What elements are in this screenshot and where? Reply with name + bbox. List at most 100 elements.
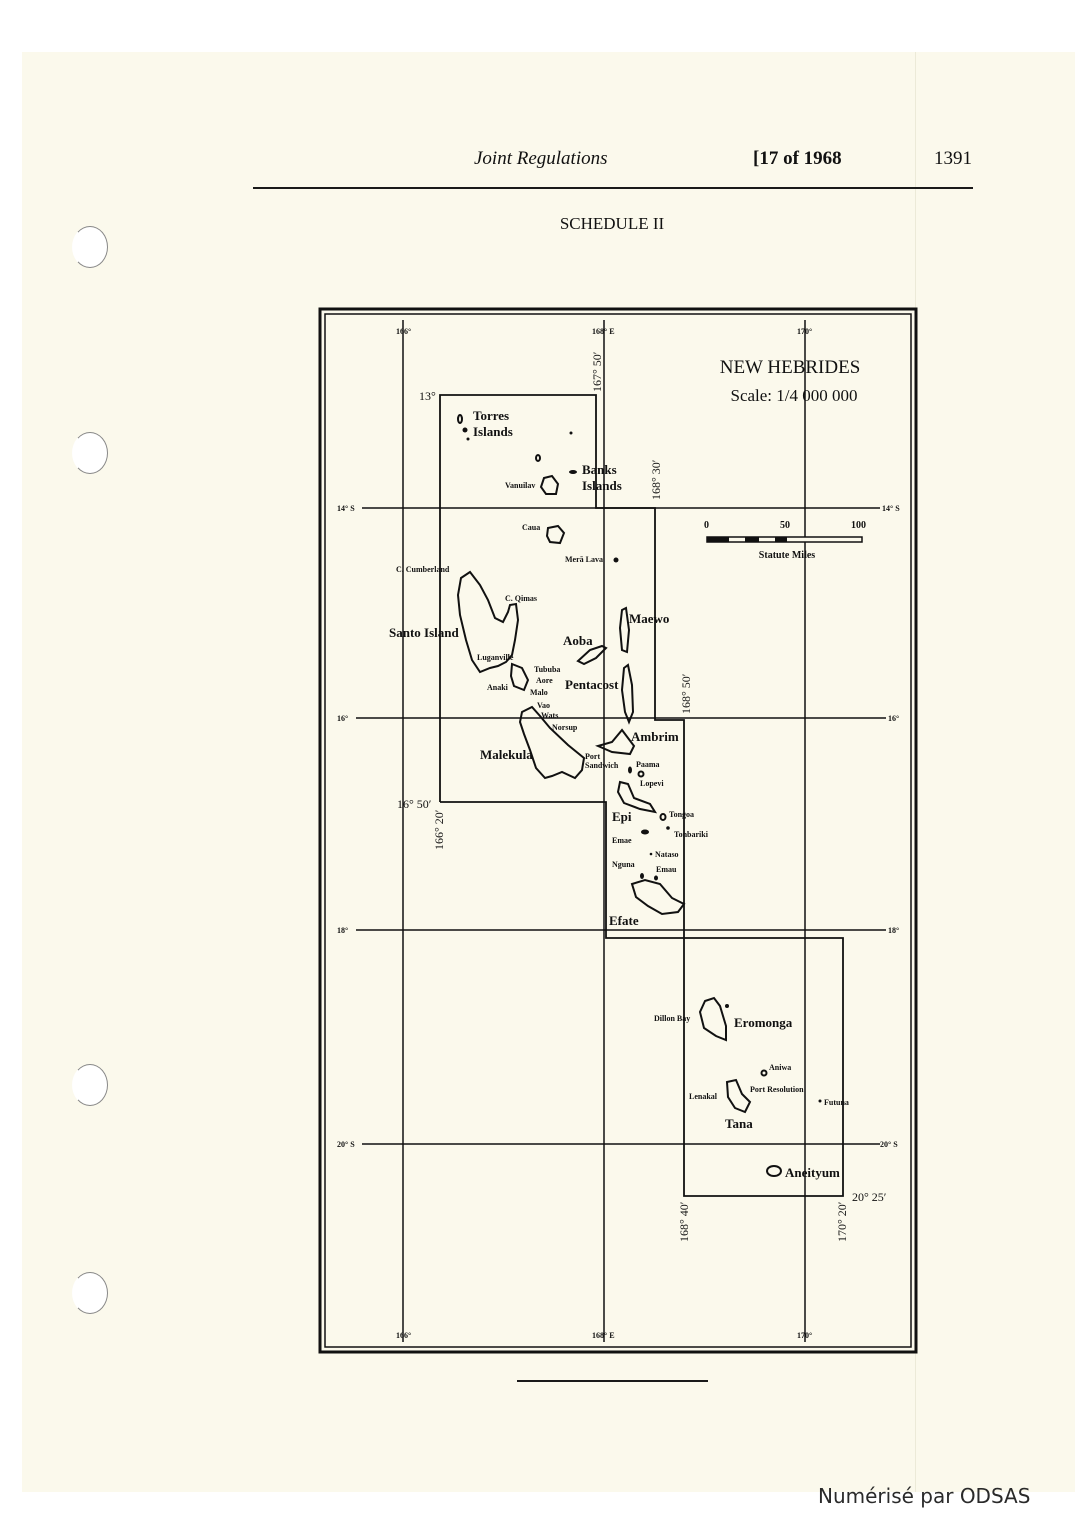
island-aoba [576, 644, 608, 666]
digitization-watermark: Numérisé par ODSAS [818, 1484, 1031, 1508]
lat-label-left: 18° [337, 926, 348, 935]
lat-label-left: 20° S [337, 1140, 355, 1149]
place-label: Luganville [477, 653, 514, 662]
scale-bar-segment [745, 537, 759, 542]
island-maewo [618, 606, 631, 654]
lon-label-top: 170° [797, 327, 812, 336]
lon-label-bottom: 166° [396, 1331, 411, 1340]
map-frame-inner [324, 313, 912, 1348]
place-label: Vao [537, 701, 550, 710]
place-label: Aniwa [769, 1063, 791, 1072]
place-label: Torres [473, 408, 509, 423]
lat-label-left: 16° [337, 714, 348, 723]
place-label: Anaki [487, 683, 509, 692]
lon-label-top: 166° [396, 327, 411, 336]
island-lopevi [637, 770, 645, 778]
map-scale: Scale: 1/4 000 000 [730, 386, 857, 405]
place-label: Norsup [552, 723, 578, 732]
island-futuna [818, 1099, 822, 1103]
scanned-page [22, 52, 1075, 1492]
punch-hole [72, 1272, 108, 1314]
punch-hole [72, 1064, 108, 1106]
island-santo [456, 570, 520, 674]
place-label: C. Qimas [505, 594, 537, 603]
place-label: Eromonga [734, 1015, 793, 1030]
scale-bar-segment [775, 537, 787, 542]
place-label: Wats [541, 711, 558, 720]
lon-label-bottom: 170° [797, 1331, 812, 1340]
place-label: Paama [636, 760, 660, 769]
place-label: Maewo [629, 611, 669, 626]
schedule-title: SCHEDULE II [559, 214, 665, 233]
place-label: Lopevi [640, 779, 664, 788]
boundary-label: 13° [419, 389, 436, 403]
place-label: Efate [609, 913, 639, 928]
island-ambrim [595, 728, 636, 756]
map-title: NEW HEBRIDES [720, 357, 861, 378]
place-label: Sandwich [585, 761, 619, 770]
island-malo [509, 662, 530, 692]
punch-hole [72, 432, 108, 474]
island-emau [654, 875, 658, 881]
place-label: Pentacost [565, 677, 619, 692]
island-nataso [649, 852, 653, 856]
lat-label-left: 14° S [337, 504, 355, 513]
lat-label-right: 16° [888, 714, 899, 723]
islands [456, 414, 822, 1177]
lon-label-bottom: 168° E [592, 1331, 615, 1340]
place-label: Futuna [824, 1098, 849, 1107]
running-title: Joint Regulations [474, 148, 608, 169]
island-pentacost [620, 663, 635, 725]
map-frame-outer [318, 307, 918, 1354]
place-label: Santo Island [389, 625, 459, 640]
place-label: Vanuilav [505, 481, 535, 490]
place-label: Merā Lava [565, 555, 603, 564]
scale-tick: 50 [780, 520, 790, 531]
place-label: Port Resolution [750, 1085, 804, 1094]
island-shape [535, 454, 541, 462]
place-label: Banks [582, 462, 617, 477]
graticule [356, 320, 886, 1342]
territorial-boundary [439, 394, 844, 1197]
island-caua [545, 524, 566, 545]
boundary-label: 168° 40′ [677, 1201, 691, 1242]
scale-tick: 0 [704, 520, 709, 531]
island-shape [466, 437, 470, 441]
island-shape [569, 431, 573, 435]
boundary-label: 20° 25′ [852, 1190, 887, 1204]
scale-unit: Statute Miles [759, 550, 815, 561]
island-paama [628, 766, 632, 774]
lon-label-top: 168° E [592, 327, 615, 336]
place-label: Nguna [612, 860, 635, 869]
page-number: 1391 [934, 148, 972, 169]
place-label: Tongoa [669, 810, 694, 819]
island-aniwa [760, 1069, 768, 1077]
place-label: Aore [536, 676, 553, 685]
place-label: Malekula [480, 747, 533, 762]
lat-label-right: 14° S [882, 504, 900, 513]
island-shape [725, 1004, 729, 1008]
lat-label-right: 18° [888, 926, 899, 935]
boundary-label: 166° 20′ [432, 809, 446, 850]
place-label: Aneityum [785, 1165, 840, 1180]
place-label: Dillon Bay [654, 1014, 690, 1023]
lat-label-right: 20° S [880, 1140, 898, 1149]
punch-hole [72, 226, 108, 268]
place-label: Islands [582, 478, 622, 493]
boundary-label: 170° 20′ [835, 1201, 849, 1242]
island-vanuilav [539, 474, 560, 495]
island-tongoa [659, 813, 667, 821]
header-rule [253, 187, 973, 189]
scale-bar-segment [707, 537, 729, 542]
place-label: C. Cumberland [396, 565, 450, 574]
island-tana [725, 1078, 752, 1114]
place-label: Tonbariki [674, 830, 709, 839]
boundary-label: 16° 50′ [397, 797, 432, 811]
scale-tick: 100 [851, 520, 866, 531]
island-epi [616, 780, 658, 814]
island-eromonga [698, 996, 727, 1042]
place-label: Epi [612, 809, 632, 824]
place-label: Lenakal [689, 1092, 718, 1101]
island-nguna [640, 873, 644, 879]
